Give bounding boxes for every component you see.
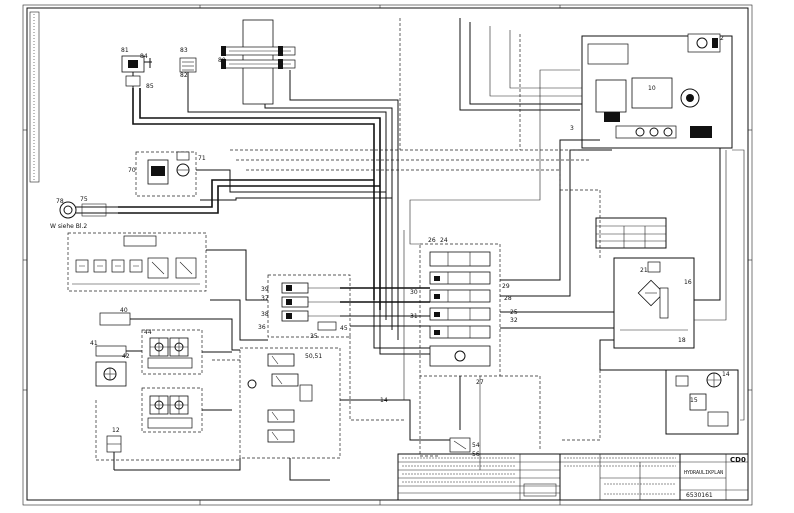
drawing-number: 6530161 — [686, 492, 713, 499]
callout-37: 37 — [261, 295, 269, 302]
title-block-fine-text — [402, 457, 676, 495]
callout-50-51: 50,51 — [305, 353, 322, 360]
component-80-cylinder-block — [221, 19, 296, 105]
electrical-control-box — [67, 232, 207, 292]
sheet-frame — [26, 7, 749, 501]
control-block-top-right — [581, 35, 733, 149]
component-70-71-valve — [135, 151, 197, 197]
connector-75-78 — [59, 201, 118, 219]
callout-21: 15 — [690, 397, 698, 404]
callout-15: 10 — [648, 85, 656, 92]
valve-block-44-lower — [141, 387, 203, 433]
callout-71: 71 — [198, 155, 206, 162]
pump-unit-21 — [665, 369, 739, 435]
callout-41: 41 — [90, 340, 98, 347]
hydraulic-lines — [114, 18, 745, 481]
callout-85: 85 — [146, 83, 154, 90]
callout-29: 29 — [502, 283, 510, 290]
callout-78: 78 — [56, 198, 64, 205]
component-54-56 — [449, 437, 471, 453]
callout-16: 21 — [640, 267, 648, 274]
callout-10: 18 — [678, 337, 686, 344]
main-valve-bank — [419, 243, 501, 377]
sheet-outer-frame — [22, 4, 753, 506]
valve-block-40-41 — [95, 312, 131, 387]
side-note: W siehe Bl.2 — [50, 223, 87, 230]
callout-82: 82 — [180, 72, 188, 79]
callout-75: 75 — [80, 196, 88, 203]
callout-39: 39 — [261, 286, 269, 293]
component-2-top — [687, 33, 721, 53]
callout-23: 24 — [440, 237, 448, 244]
callout-84: 84 — [140, 53, 148, 60]
sheet-code-label: CD0 — [730, 456, 746, 464]
callout-2: 2 — [720, 35, 724, 42]
callout-28: 28 — [504, 295, 512, 302]
callout-45: 45 — [340, 325, 348, 332]
pilot-lines — [95, 18, 601, 461]
callout-18: 14 — [722, 371, 730, 378]
valve-block-50-51 — [239, 347, 341, 459]
callout-3: 3 — [570, 125, 574, 132]
callout-35: 35 — [310, 333, 318, 340]
callout-44: 44 — [144, 329, 152, 336]
component-82-83 — [179, 57, 197, 80]
callout-42: 42 — [122, 353, 130, 360]
callout-80: 80 — [218, 57, 226, 64]
callout-36: 36 — [258, 324, 266, 331]
parameter-table — [595, 217, 667, 249]
callout-24: 16 — [684, 279, 692, 286]
callout-40: 40 — [120, 307, 128, 314]
callout-81: 81 — [121, 47, 129, 54]
callout-38: 38 — [261, 311, 269, 318]
revision-strip — [29, 11, 40, 183]
hydraulic-tank-10 — [613, 257, 695, 349]
valve-block-44-upper — [141, 329, 203, 375]
callout-30: 30 — [410, 289, 418, 296]
component-81-85-valve — [121, 55, 152, 88]
callout-54: 54 — [472, 442, 480, 449]
filter-12 — [106, 435, 122, 470]
callout-26: 26 — [428, 237, 436, 244]
callout-32: 32 — [510, 317, 518, 324]
callout-83: 83 — [180, 47, 188, 54]
border-ticks — [23, 5, 752, 505]
valve-stack-35-39 — [267, 274, 351, 338]
callout-70: 70 — [128, 167, 136, 174]
drawing-title: HYDRAULIKPLAN — [684, 470, 723, 476]
title-block — [397, 453, 749, 501]
callout-12: 12 — [112, 427, 120, 434]
